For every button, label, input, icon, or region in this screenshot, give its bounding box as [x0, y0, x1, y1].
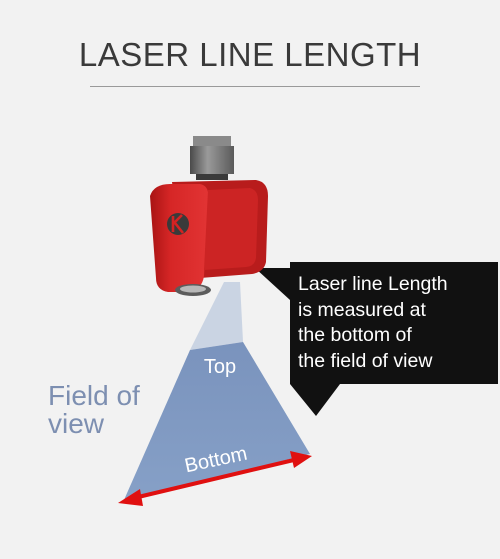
fov-upper-cone — [190, 282, 243, 350]
title-divider — [90, 86, 420, 87]
field-of-view-cone — [124, 342, 310, 500]
fov-label-line: view — [48, 408, 105, 439]
callout-line: the bottom of — [298, 324, 412, 346]
callout-line: is measured at — [298, 298, 426, 321]
field-of-view-label: Field of view — [48, 382, 168, 438]
page-title: LASER LINE LENGTH — [78, 36, 422, 73]
laser-profile-sensor-icon — [150, 136, 268, 296]
callout-text: Laser line Length is measured at the bot… — [298, 272, 483, 374]
callout-bubble — [255, 262, 498, 416]
top-label: Top — [204, 356, 236, 378]
fov-label-line: Field of — [48, 380, 140, 411]
callout-line: Laser line Length — [298, 273, 448, 295]
laser-line-arrow — [118, 451, 312, 506]
callout-line: the field of view — [298, 349, 433, 372]
